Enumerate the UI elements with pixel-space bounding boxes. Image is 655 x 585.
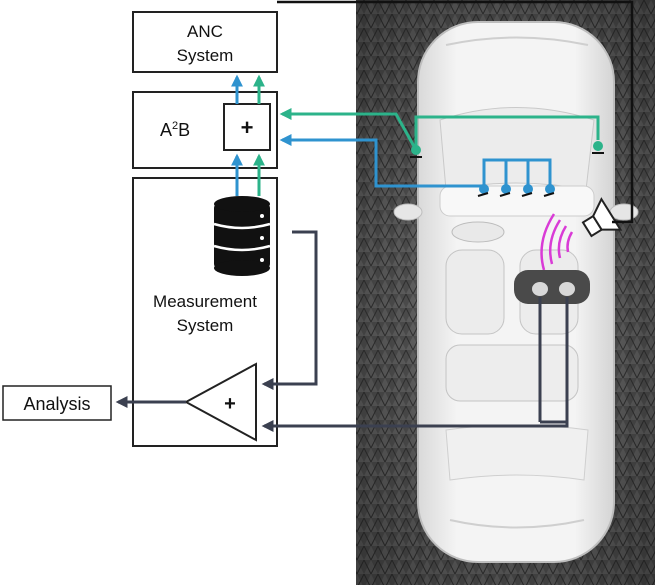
measurement-label-line1: Measurement [153,292,257,311]
analysis-block: Analysis [2,385,112,421]
database-icon [213,196,271,276]
microphone-icon [593,141,603,151]
measurement-label-line2: System [177,316,234,335]
microphone-icon [514,270,590,304]
amplifier-symbol: + [224,393,236,415]
signal-connections [115,0,634,426]
anc-system-block: ANC System [132,11,278,73]
microphone-icon [479,184,489,194]
a2b-block: A2B + [132,91,278,169]
measurement-system-block: Measurement System + [132,177,278,447]
anc-label-line1: ANC [187,22,223,41]
mics-to-amplifier-line [264,297,569,426]
microphone-icon [411,145,421,155]
green-mic-bus [282,114,600,151]
db-to-amplifier-line [261,230,318,390]
anc-to-loudspeaker-line [277,0,634,224]
a2b-summing-node [223,103,271,151]
microphone-icon [545,184,555,194]
reference-microphones [477,184,555,197]
error-microphones [410,141,604,158]
speaker-sound-waves [540,213,574,271]
a2b-label: A2B [160,120,190,140]
analysis-label: Analysis [23,394,90,414]
amplifier-triangle-icon: + [183,362,257,442]
a2b-sum-symbol: + [241,115,254,140]
microphone-icon [501,184,511,194]
anc-label-line2: System [177,46,234,65]
microphone-icon [523,184,533,194]
